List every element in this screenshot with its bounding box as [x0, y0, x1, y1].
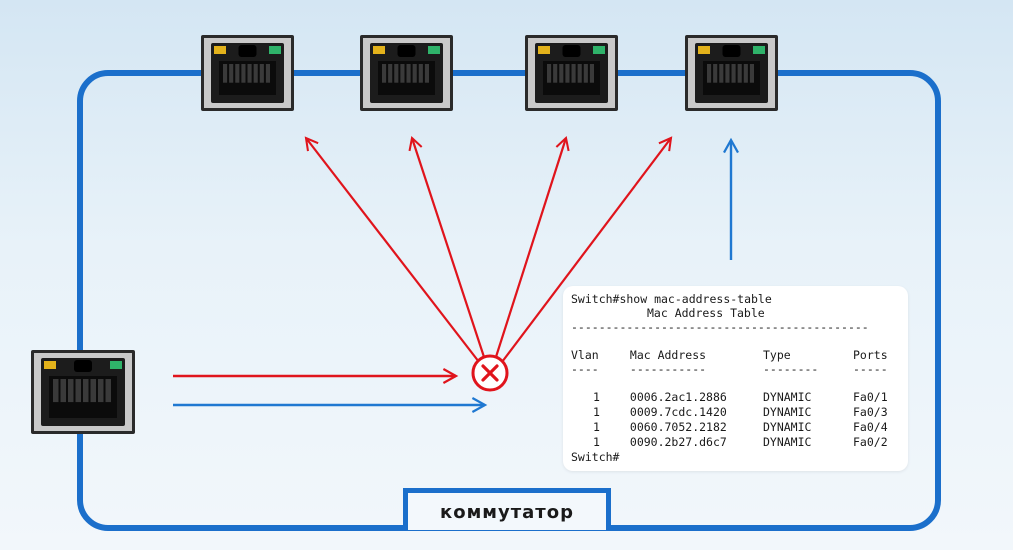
- port-4-rj45-port-icon: [685, 35, 778, 111]
- table-header-dashes: ---- ----------- -------- -----: [571, 362, 898, 376]
- col-mac: Mac Address: [629, 348, 707, 362]
- flood-arrows: [304, 135, 673, 363]
- row-type: DYNAMIC: [762, 420, 812, 434]
- port-2-rj45-port-icon: [360, 35, 453, 111]
- mac-address-table-terminal: Switch#show mac-address-table Mac Addres…: [563, 286, 908, 471]
- row-port: Fa0/3: [853, 405, 888, 419]
- table-row: 1 0006.2ac1.2886 DYNAMIC Fa0/1: [571, 390, 898, 405]
- row-vlan: 1: [592, 420, 600, 434]
- row-vlan: 1: [592, 435, 600, 449]
- terminal-separator: ----------------------------------------…: [571, 320, 869, 334]
- col-vlan: Vlan: [571, 348, 599, 362]
- dash-vlan: ----: [571, 362, 599, 376]
- terminal-prompt: Switch#: [571, 450, 620, 464]
- row-mac: 0060.7052.2182: [629, 420, 727, 434]
- row-vlan: 1: [592, 390, 600, 404]
- row-type: DYNAMIC: [762, 405, 812, 419]
- table-row: 1 0009.7cdc.1420 DYNAMIC Fa0/3: [571, 405, 898, 420]
- flood-arrow-4: [501, 136, 673, 363]
- terminal-command: Switch#show mac-address-table: [571, 292, 772, 306]
- source-port-rj45-port-icon: [31, 350, 135, 434]
- row-mac: 0006.2ac1.2886: [629, 390, 727, 404]
- flood-arrow-2: [408, 135, 487, 361]
- col-type: Type: [762, 348, 791, 362]
- dash-ports: -----: [853, 362, 888, 376]
- row-type: DYNAMIC: [762, 390, 812, 404]
- row-port: Fa0/1: [853, 390, 888, 404]
- table-header: Vlan Mac Address Type Ports: [571, 348, 898, 362]
- terminal-title: Mac Address Table: [647, 306, 765, 320]
- row-vlan: 1: [592, 405, 600, 419]
- port-3-rj45-port-icon: [525, 35, 618, 111]
- dash-mac: -----------: [629, 362, 707, 376]
- switch-label: коммутатор: [403, 488, 611, 530]
- table-row: 1 0090.2b27.d6c7 DYNAMIC Fa0/2: [571, 435, 898, 450]
- row-mac: 0009.7cdc.1420: [629, 405, 727, 419]
- row-type: DYNAMIC: [762, 435, 812, 449]
- row-mac: 0090.2b27.d6c7: [629, 435, 727, 449]
- dash-type: --------: [762, 362, 819, 376]
- flood-arrow-3: [493, 135, 570, 361]
- row-port: Fa0/4: [853, 420, 888, 434]
- col-ports: Ports: [853, 348, 888, 362]
- port-1-rj45-port-icon: [201, 35, 294, 111]
- x-circle-icon: [471, 354, 509, 392]
- table-row: 1 0060.7052.2182 DYNAMIC Fa0/4: [571, 420, 898, 435]
- flood-arrow-1: [304, 136, 480, 363]
- row-port: Fa0/2: [853, 435, 888, 449]
